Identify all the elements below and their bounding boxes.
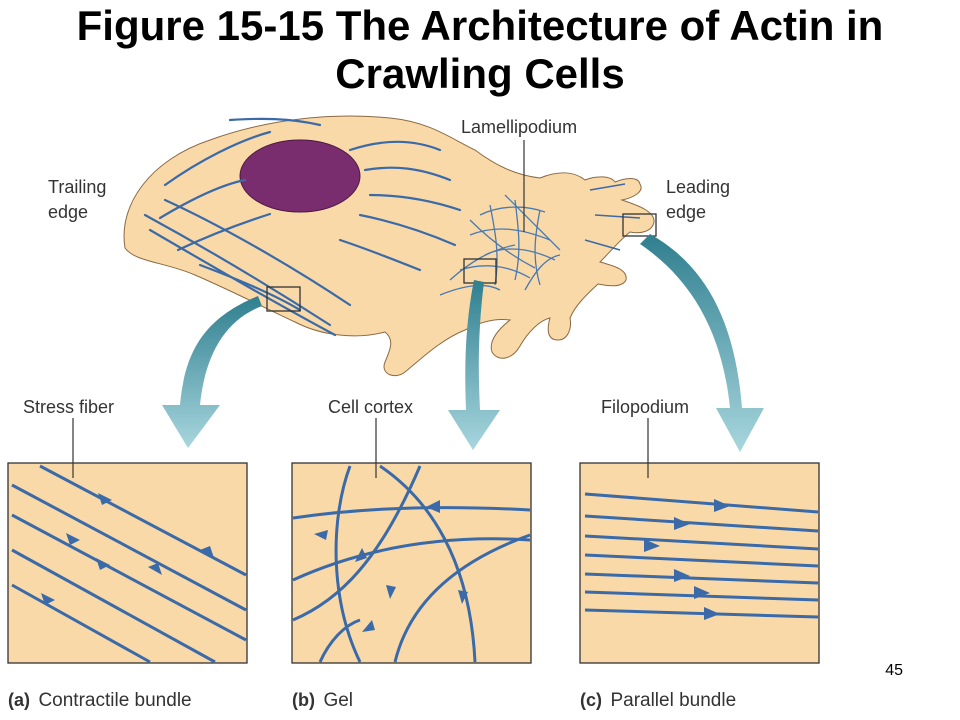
arrow-to-contractile — [162, 296, 262, 448]
contractile-fibers — [11, 464, 247, 664]
contractile-arrowheads — [41, 493, 214, 605]
panel-c-caption: (c) Parallel bundle — [580, 690, 736, 711]
filopodia-fibers — [584, 183, 641, 251]
gel-arrowheads — [314, 500, 468, 632]
panel-b-letter: (b) — [292, 690, 315, 710]
panel-contractile — [7, 462, 248, 664]
panel-b-caption: (b) Gel — [292, 690, 353, 711]
arrow-to-parallel — [640, 234, 764, 452]
panel-a-text: Contractile bundle — [38, 690, 191, 711]
panel-b-text: Gel — [323, 690, 353, 711]
panel-a-caption: (a) Contractile bundle — [8, 690, 192, 711]
slide-number: 45 — [885, 662, 903, 679]
stress-fiber-label: Stress fiber — [23, 397, 114, 417]
nucleus — [239, 139, 361, 213]
parallel-arrowheads — [644, 499, 730, 620]
trailing-edge-label-2: edge — [48, 202, 88, 222]
figure-title: Figure 15-15 The Architecture of Actin i… — [0, 2, 960, 98]
panel-c-letter: (c) — [580, 690, 602, 710]
cell-cortex-label: Cell cortex — [328, 397, 413, 417]
figure-title-line2: Crawling Cells — [335, 50, 625, 97]
panel-a-letter: (a) — [8, 690, 30, 710]
panel-c-text: Parallel bundle — [610, 690, 736, 711]
leading-edge-label-1: Leading — [666, 177, 730, 197]
figure-title-line1: Figure 15-15 The Architecture of Actin i… — [76, 2, 884, 49]
gel-fibers — [292, 464, 531, 663]
filopodium-label: Filopodium — [601, 397, 689, 417]
arrow-to-gel — [448, 280, 500, 450]
cell-stress-fibers — [143, 117, 462, 337]
filopodium-box — [622, 213, 657, 237]
trailing-edge-label-1: Trailing — [48, 177, 106, 197]
leading-edge-label-2: edge — [666, 202, 706, 222]
lamellipodium-label: Lamellipodium — [461, 117, 577, 137]
stress-fiber-box — [266, 286, 301, 312]
